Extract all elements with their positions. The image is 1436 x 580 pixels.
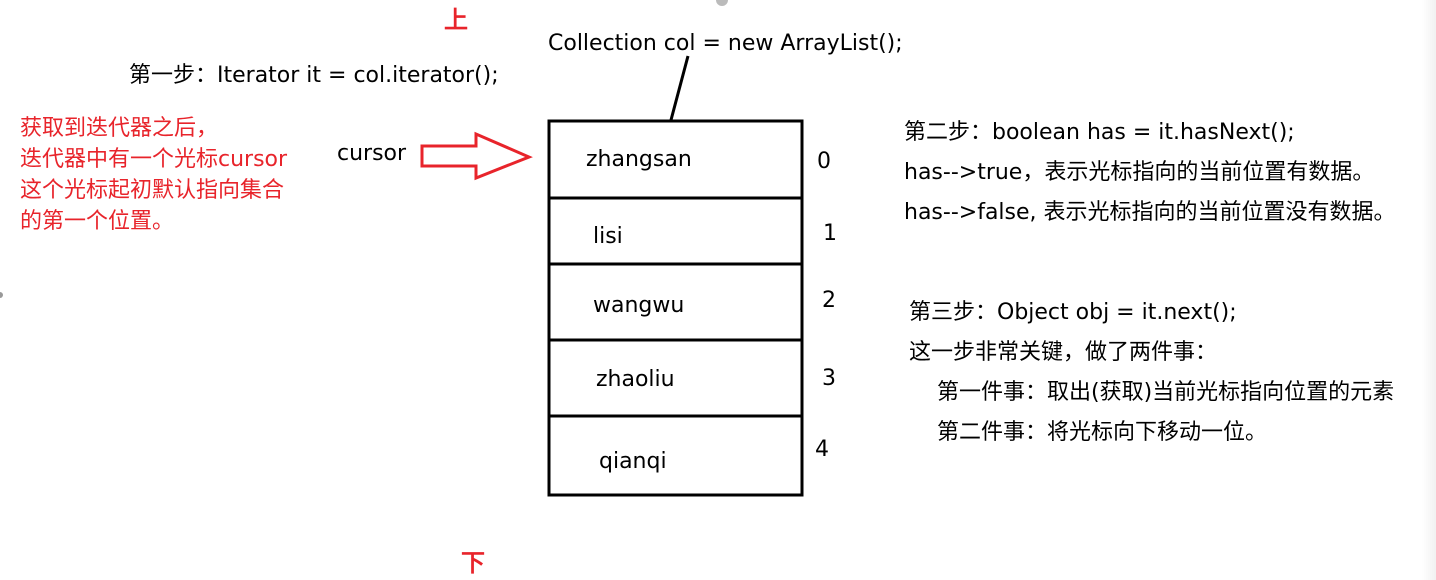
- collection-index-label: 2: [822, 288, 836, 313]
- edge-artifact: [0, 292, 3, 298]
- step3-title: 第三步：Object obj = it.next();: [909, 300, 1237, 325]
- collection-index-label: 4: [815, 437, 829, 462]
- step2-block: 第二步：boolean has = it.hasNext(); has-->tr…: [904, 113, 1396, 233]
- step3-block: 第三步：Object obj = it.next(); 这一步非常关键，做了两件…: [909, 293, 1394, 453]
- cursor-label: cursor: [337, 141, 407, 166]
- cursor-note: 获取到迭代器之后， 迭代器中有一个光标cursor 这个光标起初默认指向集合 的…: [20, 113, 287, 237]
- collection-code-label: Collection col = new ArrayList();: [548, 31, 903, 56]
- collection-item-label: lisi: [593, 224, 623, 249]
- collection-index-label: 1: [823, 221, 837, 246]
- step3-subitem: 第二件事：将光标向下移动一位。: [937, 420, 1268, 445]
- scroll-edge: [1422, 0, 1436, 580]
- step3-line: 这一步非常关键，做了两件事：: [909, 340, 1218, 365]
- step3-subitem: 第一件事：取出(获取)当前光标指向位置的元素: [937, 380, 1395, 405]
- collection-item-label: wangwu: [593, 293, 685, 318]
- step2-title: 第二步：boolean has = it.hasNext();: [904, 120, 1295, 145]
- step2-line: has-->false, 表示光标指向的当前位置没有数据。: [904, 200, 1396, 225]
- collection-index-label: 0: [817, 149, 831, 174]
- connector-line: [669, 55, 690, 121]
- step2-line: has-->true，表示光标指向的当前位置有数据。: [904, 160, 1375, 185]
- note-line: 这个光标起初默认指向集合: [20, 178, 285, 203]
- cursor-arrow-icon: [420, 131, 533, 181]
- note-line: 的第一个位置。: [20, 209, 175, 234]
- collection-box: [547, 119, 804, 497]
- collection-index-label: 3: [822, 366, 836, 391]
- collection-item-label: zhaoliu: [596, 367, 675, 392]
- collection-item-label: zhangsan: [586, 147, 692, 172]
- collection-item-label: qianqi: [599, 449, 667, 474]
- step1-code-label: 第一步：Iterator it = col.iterator();: [129, 63, 499, 88]
- top-marker: 上: [444, 6, 468, 34]
- note-line: 迭代器中有一个光标cursor: [20, 147, 288, 172]
- note-line: 获取到迭代器之后，: [20, 116, 219, 141]
- bottom-marker: 下: [461, 549, 485, 577]
- edge-artifact: [716, 0, 728, 6]
